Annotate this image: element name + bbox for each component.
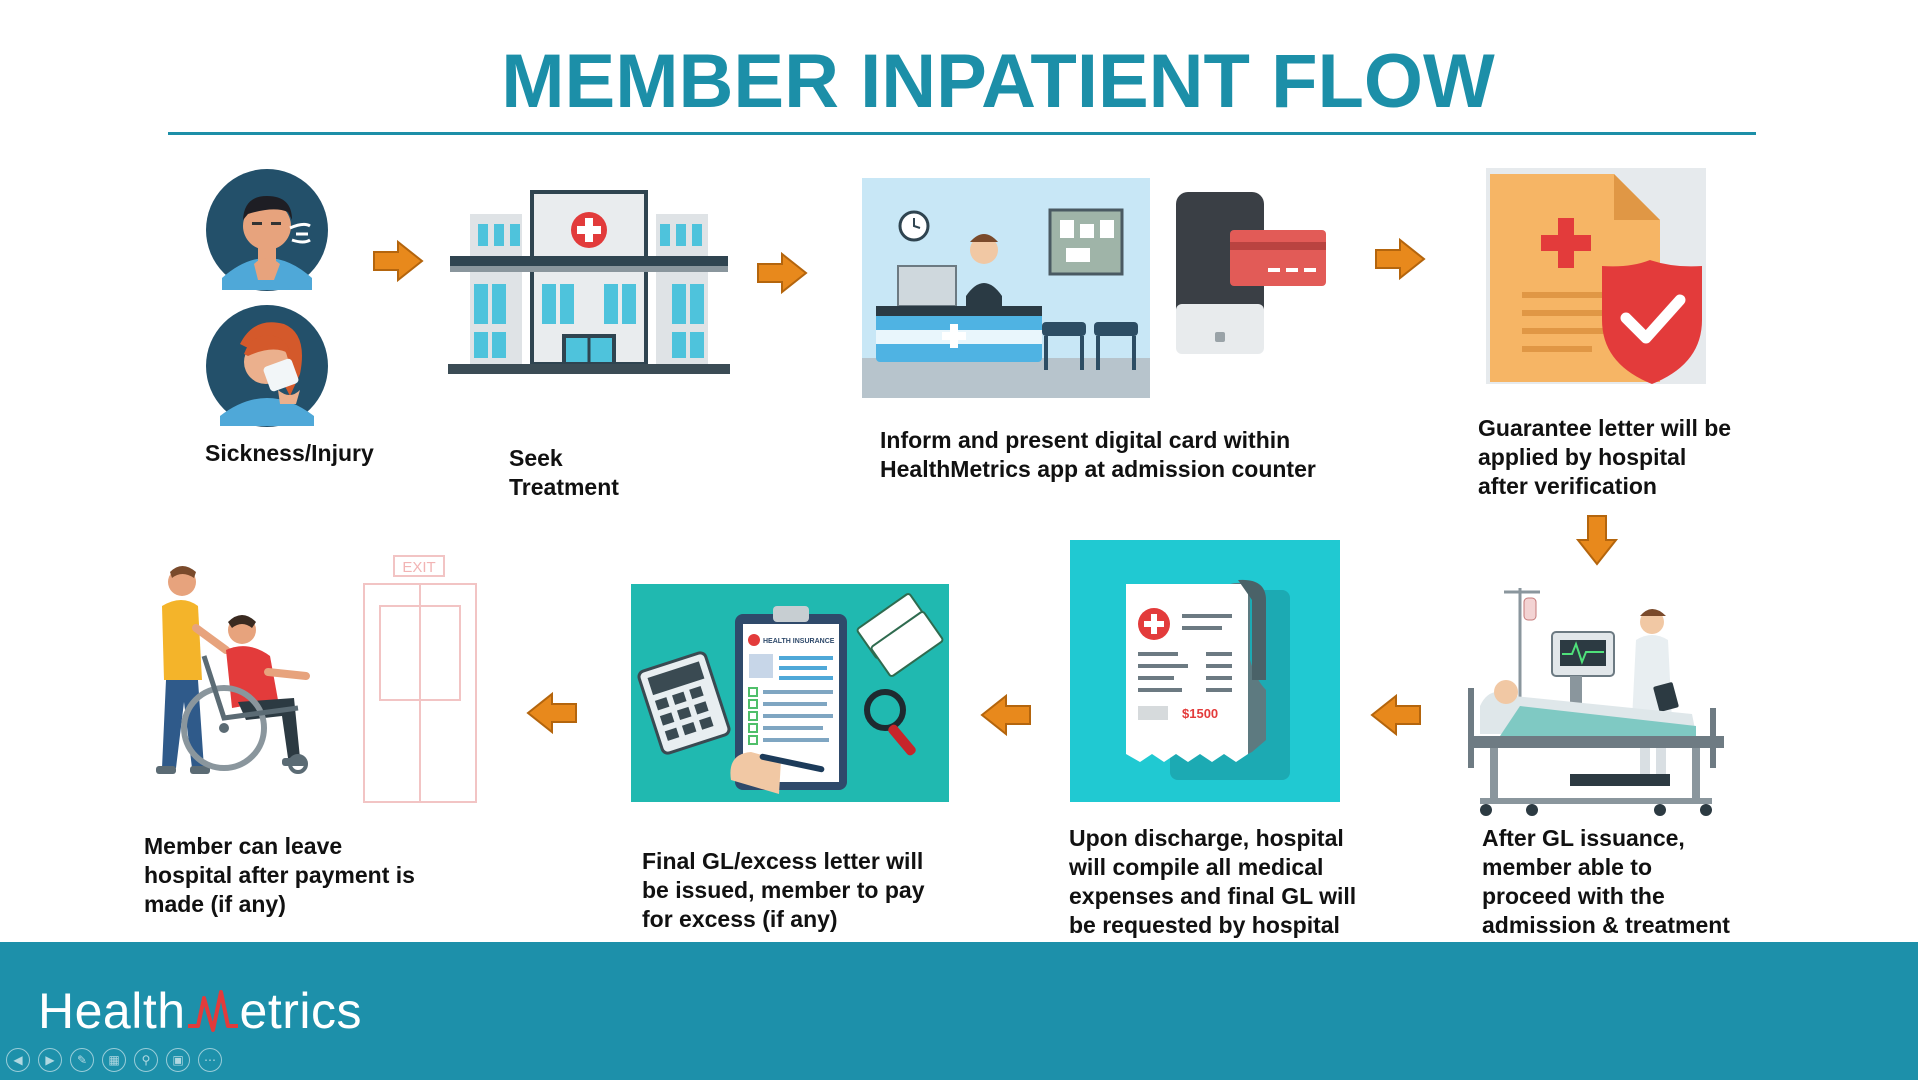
standing-person-icon <box>156 566 230 774</box>
step-3-caption: Inform and present digital card within H… <box>880 427 1316 482</box>
arrow-left-icon <box>526 691 577 735</box>
logo-text-prefix: Health <box>38 983 186 1039</box>
wheelchair-exit-illustration: EXIT <box>156 555 477 803</box>
title-underline <box>168 132 1756 135</box>
slideshow-controls: ◀ ▶ ✎ ▦ ⚲ ▣ ⋯ <box>6 1048 230 1072</box>
admission-counter-illustration <box>862 178 1150 398</box>
hospital-building-illustration <box>448 190 730 374</box>
exit-sign-text: EXIT <box>402 559 435 576</box>
arrow-down-icon <box>1575 515 1619 566</box>
step-2-caption: Seek Treatment <box>509 445 619 500</box>
medical-bill-illustration: $1500 <box>1070 540 1340 802</box>
wheelchair-person-icon <box>181 615 310 774</box>
page-title: MEMBER INPATIENT FLOW <box>501 39 1495 124</box>
next-icon[interactable]: ▶ <box>38 1048 62 1072</box>
arrow-left-icon <box>1370 693 1421 737</box>
arrow-right-icon <box>1375 237 1426 281</box>
sneezing-man-icon <box>206 169 328 291</box>
footer-bar <box>0 942 1918 1080</box>
heartbeat-m-icon <box>187 990 238 1032</box>
step-7-caption: Final GL/excess letter will be issued, m… <box>642 848 925 932</box>
slides-icon[interactable]: ▦ <box>102 1048 126 1072</box>
screen-icon[interactable]: ▣ <box>166 1048 190 1072</box>
phone-card-illustration <box>1176 192 1326 354</box>
arrow-left-icon <box>980 693 1031 737</box>
healthmetrics-logo: Health etrics <box>38 982 362 1040</box>
pen-icon[interactable]: ✎ <box>70 1048 94 1072</box>
step-1-caption: Sickness/Injury <box>205 440 374 466</box>
sick-people-illustration <box>206 169 328 427</box>
bill-amount-text: $1500 <box>1182 706 1218 721</box>
step-5-caption: After GL issuance, member able to procee… <box>1482 825 1730 938</box>
arrow-right-icon <box>373 239 424 283</box>
more-icon[interactable]: ⋯ <box>198 1048 222 1072</box>
zoom-icon[interactable]: ⚲ <box>134 1048 158 1072</box>
insurance-form-title: HEALTH INSURANCE <box>763 638 835 645</box>
hospital-bed-illustration <box>1468 588 1724 816</box>
arrow-right-icon <box>757 251 808 295</box>
prev-icon[interactable]: ◀ <box>6 1048 30 1072</box>
logo-text-suffix: etrics <box>239 983 362 1039</box>
step-4-caption: Guarantee letter will be applied by hosp… <box>1478 415 1732 499</box>
guarantee-letter-illustration <box>1486 168 1706 384</box>
sneezing-woman-icon <box>206 305 328 427</box>
step-6-caption: Upon discharge, hospital will compile al… <box>1069 825 1357 938</box>
insurance-form-illustration: HEALTH INSURANCE <box>631 584 949 802</box>
step-8-caption: Member can leave hospital after payment … <box>144 833 415 917</box>
